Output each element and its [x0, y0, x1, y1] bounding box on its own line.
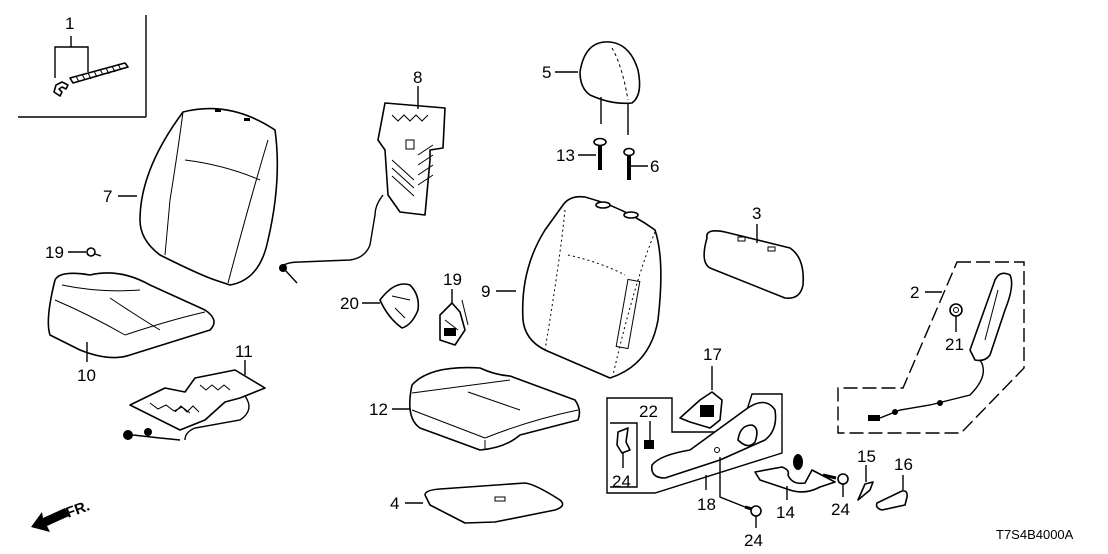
callout-24-right[interactable]: 24 — [831, 500, 850, 519]
callout-23[interactable]: 19 — [45, 243, 64, 262]
clip-screw-23[interactable] — [86, 247, 102, 257]
callout-14[interactable]: 14 — [776, 503, 795, 522]
recliner-cover[interactable] — [857, 481, 874, 501]
callout-13[interactable]: 13 — [556, 146, 575, 165]
callout-4[interactable]: 4 — [390, 494, 399, 513]
callout-18[interactable]: 18 — [697, 495, 716, 514]
seat-cushion-cover[interactable] — [47, 272, 215, 359]
headrest-guide-lock[interactable] — [623, 147, 635, 181]
clip-22[interactable] — [644, 440, 654, 449]
callout-8[interactable]: 8 — [413, 68, 422, 87]
callout-16[interactable]: 16 — [894, 455, 913, 474]
callout-17[interactable]: 17 — [703, 345, 722, 364]
seat-back-rear-panel[interactable] — [703, 230, 805, 300]
side-airbag-box — [837, 261, 1025, 434]
callout-25[interactable]: 24 — [612, 472, 631, 491]
callout-7[interactable]: 7 — [103, 187, 112, 206]
seat-cushion-heater[interactable] — [123, 369, 266, 441]
seat-cushion-pad[interactable] — [409, 366, 581, 451]
height-adjust-knob[interactable] — [875, 490, 908, 511]
callout-9[interactable]: 9 — [481, 282, 490, 301]
callout-19[interactable]: 19 — [443, 270, 462, 289]
side-airbag-assembly[interactable] — [868, 272, 1013, 421]
seat-heater-switch[interactable] — [679, 391, 723, 429]
headrest[interactable] — [579, 41, 641, 135]
recliner-cover-inner[interactable] — [379, 283, 420, 329]
seat-back-heater[interactable] — [279, 102, 446, 284]
seat-back-cover[interactable] — [139, 107, 279, 286]
callout-1[interactable]: 1 — [65, 14, 74, 33]
diagram-code: T7S4B4000A — [996, 527, 1074, 542]
callout-21[interactable]: 21 — [945, 335, 964, 354]
screw-24-bottom[interactable] — [719, 457, 762, 517]
seat-back-pad[interactable] — [521, 195, 662, 379]
callout-12[interactable]: 12 — [369, 400, 388, 419]
part-1-box — [18, 15, 147, 118]
callout-11[interactable]: 11 — [235, 342, 253, 361]
callout-2[interactable]: 2 — [910, 283, 919, 302]
seat-cushion-bottom-pad[interactable] — [424, 482, 564, 524]
seat-side-trim-box — [606, 393, 783, 494]
headrest-guide-free[interactable] — [593, 137, 607, 171]
callout-10[interactable]: 10 — [77, 366, 96, 385]
callout-20[interactable]: 20 — [340, 294, 359, 313]
callout-6[interactable]: 6 — [650, 157, 659, 176]
clip-25[interactable] — [616, 427, 631, 454]
recliner-lever[interactable] — [754, 454, 836, 493]
airbag-nut[interactable] — [949, 303, 963, 317]
callout-15[interactable]: 15 — [857, 447, 876, 466]
direction-label: FR. — [64, 498, 93, 522]
callout-5[interactable]: 5 — [542, 63, 551, 82]
lumbar-motor[interactable] — [439, 299, 469, 346]
callout-24-bottom[interactable]: 24 — [744, 531, 763, 550]
seat-side-trim[interactable] — [650, 401, 777, 479]
callout-22[interactable]: 22 — [639, 402, 658, 421]
hog-ring-clips[interactable] — [53, 36, 129, 97]
front-direction-arrow: FR. — [31, 498, 92, 532]
callout-3[interactable]: 3 — [752, 204, 761, 223]
